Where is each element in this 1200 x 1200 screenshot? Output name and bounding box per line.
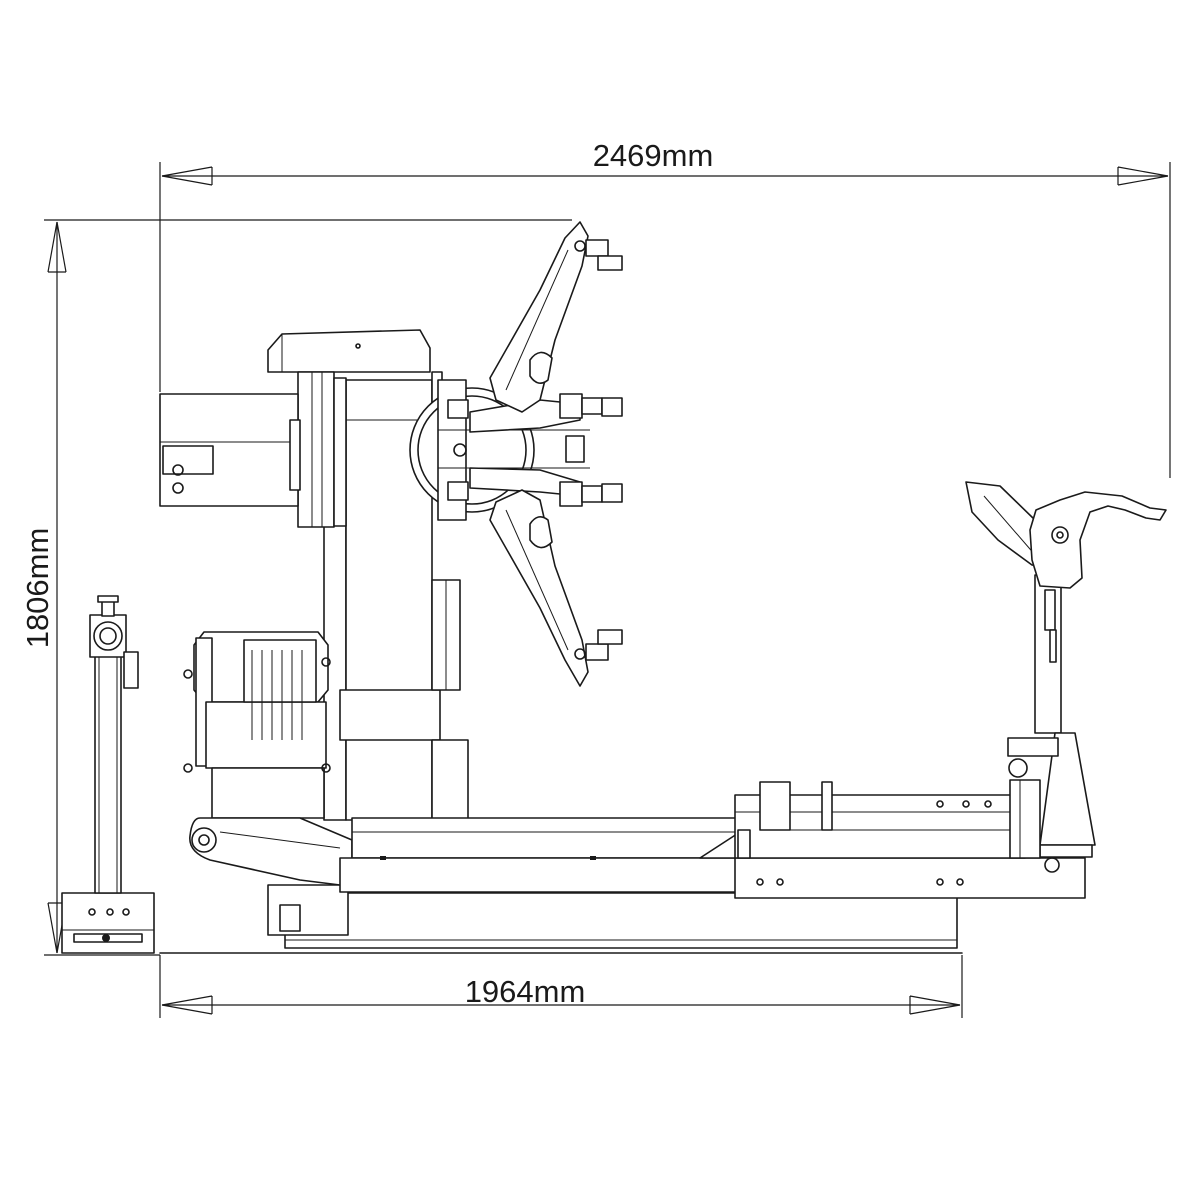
base-length-label: 1964mm bbox=[465, 974, 586, 1009]
base-plate bbox=[159, 884, 963, 954]
control-pedestal bbox=[61, 595, 155, 954]
upper-clamp-arm bbox=[489, 221, 623, 413]
bead-breaker-column bbox=[1007, 574, 1096, 873]
motor-unit bbox=[183, 631, 331, 819]
overall-height-label: 1806mm bbox=[20, 528, 55, 649]
lower-clamp-arm bbox=[489, 489, 623, 687]
bead-breaker-tool bbox=[965, 481, 1167, 589]
wheel-chuck bbox=[409, 379, 623, 521]
slide-rail bbox=[339, 817, 741, 893]
lower-link-arm bbox=[189, 817, 353, 886]
dimension-overall-width: 2469mm bbox=[159, 138, 1171, 478]
dimension-base-length: 1964mm bbox=[159, 955, 963, 1018]
upper-carriage bbox=[159, 329, 431, 528]
overall-width-label: 2469mm bbox=[593, 138, 714, 173]
